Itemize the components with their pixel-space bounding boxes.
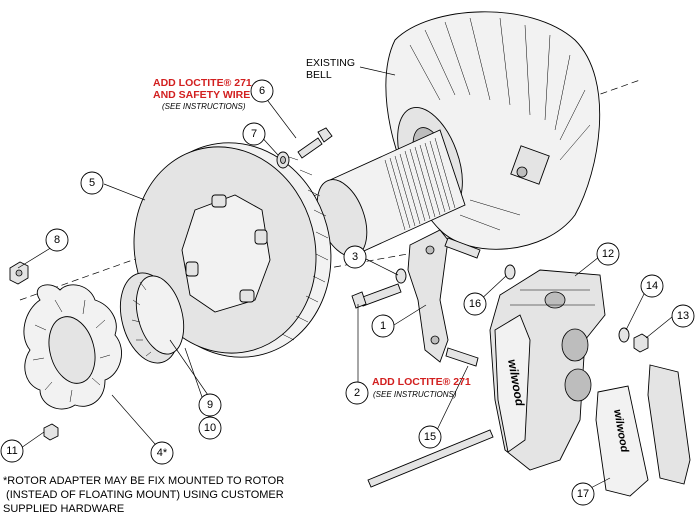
svg-text:16: 16 <box>469 298 481 310</box>
callout-15: 15 <box>418 425 442 449</box>
svg-text:2: 2 <box>354 387 360 399</box>
washer-3 <box>395 268 407 284</box>
loctite-top-instructions: (SEE INSTRUCTIONS) <box>162 102 246 111</box>
svg-text:15: 15 <box>424 431 436 443</box>
brake-pads: wilwood <box>595 364 691 497</box>
svg-text:4*: 4* <box>157 447 168 459</box>
bolt-2 <box>351 283 402 309</box>
callout-12: 12 <box>596 242 620 266</box>
svg-text:5: 5 <box>89 177 95 189</box>
callout-8: 8 <box>45 228 69 252</box>
callout-17: 17 <box>571 482 595 506</box>
svg-text:1: 1 <box>380 320 386 332</box>
caliper-bracket <box>407 229 449 363</box>
svg-text:9: 9 <box>207 399 213 411</box>
footnote-line3: SUPPLIED HARDWARE <box>3 503 125 515</box>
existing-bell-label: EXISTING BELL <box>306 57 355 81</box>
callout-2: 2 <box>345 381 369 405</box>
svg-text:7: 7 <box>251 128 257 140</box>
loctite-safety-wire-label: ADD LOCTITE® 271 AND SAFETY WIRE <box>153 77 252 101</box>
callout-13: 13 <box>671 304 695 328</box>
callout-5: 5 <box>80 171 104 195</box>
svg-text:12: 12 <box>602 248 614 260</box>
existing-bell-line1: EXISTING <box>306 57 356 69</box>
callout-1: 1 <box>371 314 395 338</box>
bolt-6 <box>297 127 333 159</box>
washer-16 <box>504 264 516 280</box>
callout-9: 9 <box>198 393 222 417</box>
rotor-adapter-footnote: *ROTOR ADAPTER MAY BE FIX MOUNTED TO ROT… <box>3 474 303 516</box>
loctite-top-line2: AND SAFETY WIRE <box>153 89 251 101</box>
callout-4: 4* <box>150 441 174 465</box>
svg-text:6: 6 <box>259 85 265 97</box>
loctite-top-line1: ADD LOCTITE® 271 <box>153 77 252 89</box>
svg-text:13: 13 <box>677 310 689 322</box>
stud-15 <box>367 237 494 488</box>
svg-text:11: 11 <box>6 445 17 457</box>
caliper: wilwood <box>489 269 606 471</box>
callout-14: 14 <box>640 274 664 298</box>
svg-text:8: 8 <box>54 234 60 246</box>
callout-11: 11 <box>0 439 24 463</box>
nut-13 <box>633 333 649 353</box>
callouts: 1 2 3 4* 5 6 7 8 9 10 11 12 13 14 15 16 … <box>0 79 695 506</box>
footnote-line1: *ROTOR ADAPTER MAY BE FIX MOUNTED TO ROT… <box>3 475 285 487</box>
loctite-bottom-label: ADD LOCTITE® 271 <box>372 376 471 388</box>
svg-text:3: 3 <box>352 251 358 263</box>
loctite-bottom-instructions: (SEE INSTRUCTIONS) <box>373 390 457 399</box>
svg-text:14: 14 <box>646 280 658 292</box>
bolt-11 <box>43 423 59 441</box>
rotor-adapter <box>23 284 122 410</box>
footnote-line2: (INSTEAD OF FLOATING MOUNT) USING CUSTOM… <box>3 489 284 501</box>
callout-6: 6 <box>250 79 274 103</box>
hat-ring <box>119 272 185 364</box>
callout-7: 7 <box>242 122 266 146</box>
nut-8 <box>9 261 29 285</box>
callout-3: 3 <box>343 245 367 269</box>
washer-14 <box>618 327 630 343</box>
callout-10: 10 <box>198 416 222 440</box>
existing-bell-line2: BELL <box>306 69 332 81</box>
callout-16: 16 <box>463 292 487 316</box>
washer-7 <box>276 151 290 169</box>
svg-text:17: 17 <box>577 488 589 500</box>
rotor <box>133 142 332 358</box>
svg-text:10: 10 <box>204 422 216 434</box>
